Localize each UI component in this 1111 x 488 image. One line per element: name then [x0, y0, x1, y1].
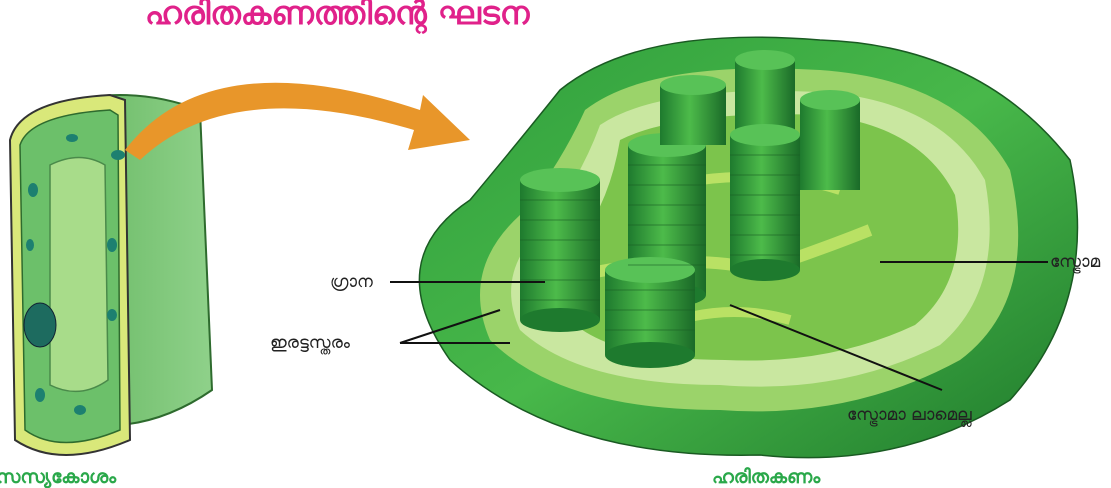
chloroplast-illustration — [419, 37, 1077, 457]
plant-cell-illustration — [10, 95, 212, 455]
caption-chloroplast: ഹരിതകണം — [712, 466, 820, 488]
label-stroma: സ്ട്രോമ — [1050, 252, 1100, 272]
label-stroma-lamella: സ്ട്രോമാ ലാമെല്ല — [847, 405, 972, 425]
label-grana: ഗ്രാന — [330, 272, 373, 292]
caption-plant-cell: സസ്യകോശം — [0, 466, 116, 488]
label-double-membrane: ഇരട്ടസ്തരം — [270, 333, 350, 353]
